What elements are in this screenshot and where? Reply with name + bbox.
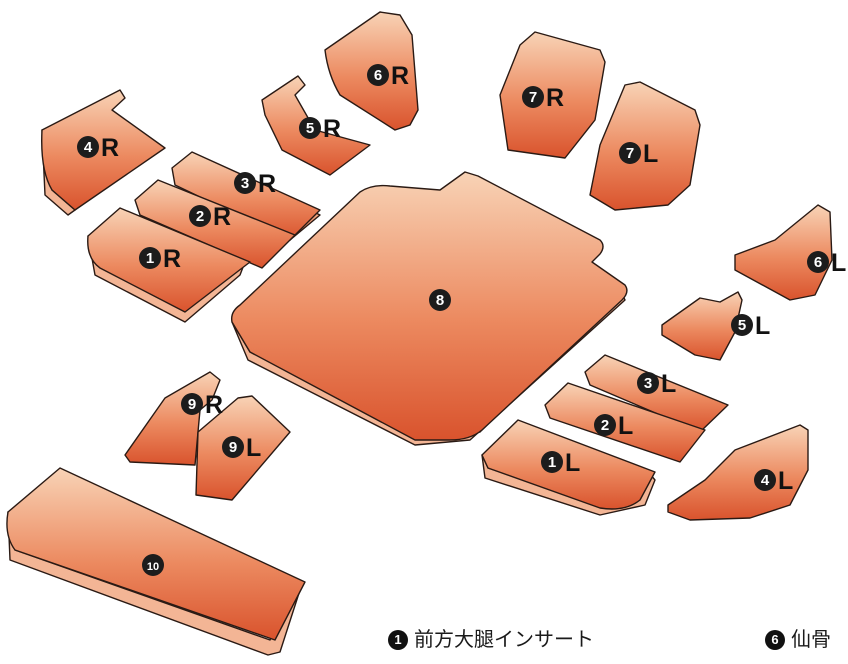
part-number: 3 <box>644 375 652 392</box>
number-badge <box>77 136 99 158</box>
number-badge <box>619 142 641 164</box>
number-badge <box>189 205 211 227</box>
part-7R <box>499 31 606 159</box>
number-badge <box>234 172 256 194</box>
legend-item-1: 1 前方大腿インサート <box>388 623 594 652</box>
legend-text: 仙骨 <box>791 627 831 651</box>
part-number: 5 <box>306 120 314 137</box>
part-number: 2 <box>601 417 609 434</box>
number-badge <box>637 372 659 394</box>
part-6L <box>734 204 833 301</box>
part-number: 8 <box>436 292 444 309</box>
part-side-letter: L <box>643 140 658 168</box>
part-side-letter: R <box>163 245 181 273</box>
number-badge <box>222 436 244 458</box>
part-5R <box>261 75 371 176</box>
part-side-letter: R <box>205 391 223 419</box>
number-badge <box>181 393 203 415</box>
legend-text: 前方大腿インサート <box>414 627 594 651</box>
part-side-letter: L <box>618 412 633 440</box>
part-side-letter: R <box>101 134 119 162</box>
part-side-letter: L <box>755 312 770 340</box>
number-badge <box>731 314 753 336</box>
part-side-letter: L <box>831 249 846 277</box>
part-side-letter: R <box>213 203 231 231</box>
part-8-base <box>230 171 628 446</box>
number-badge <box>139 247 161 269</box>
part-side-letter: R <box>323 115 341 143</box>
part-4R <box>41 89 166 216</box>
part-side-letter: R <box>391 62 409 90</box>
part-side-letter: L <box>661 370 676 398</box>
part-number: 1 <box>548 454 556 471</box>
part-side-letter: R <box>258 170 276 198</box>
legend-number-badge: 1 <box>388 630 408 650</box>
part-2L <box>544 382 706 463</box>
part-side-letter: R <box>546 84 564 112</box>
part-side-letter: L <box>565 449 580 477</box>
part-7L <box>589 81 701 211</box>
number-badge <box>142 554 164 576</box>
part-10 <box>6 467 306 656</box>
number-badge <box>594 414 616 436</box>
number-badge <box>807 251 829 273</box>
part-number: 3 <box>241 175 249 192</box>
number-badge <box>367 64 389 86</box>
part-label-p8: 8 <box>429 289 451 311</box>
number-badge <box>299 117 321 139</box>
part-number: 7 <box>626 145 634 162</box>
part-label-p10: 10 <box>142 554 164 576</box>
part-2R <box>134 179 296 269</box>
part-number: 6 <box>374 67 382 84</box>
part-number: 9 <box>188 396 196 413</box>
part-number: 4 <box>84 139 93 156</box>
number-badge <box>429 289 451 311</box>
part-1R <box>87 207 251 323</box>
part-number: 10 <box>147 561 159 573</box>
part-number: 9 <box>229 439 237 456</box>
legend-item-6: 6 仙骨 <box>765 623 831 652</box>
part-3L <box>584 354 729 433</box>
number-badge <box>541 451 563 473</box>
part-number: 2 <box>196 208 204 225</box>
part-number: 4 <box>761 472 770 489</box>
part-1L <box>481 419 656 516</box>
part-side-letter: L <box>246 434 261 462</box>
number-badge <box>754 469 776 491</box>
part-5L <box>661 291 743 361</box>
part-4L <box>667 424 809 521</box>
legend-number-badge: 6 <box>765 630 785 650</box>
part-number: 6 <box>814 254 822 271</box>
part-number: 7 <box>529 89 537 106</box>
number-badge <box>522 86 544 108</box>
part-number: 1 <box>146 250 154 267</box>
part-side-letter: L <box>778 467 793 495</box>
part-number: 5 <box>738 317 746 334</box>
